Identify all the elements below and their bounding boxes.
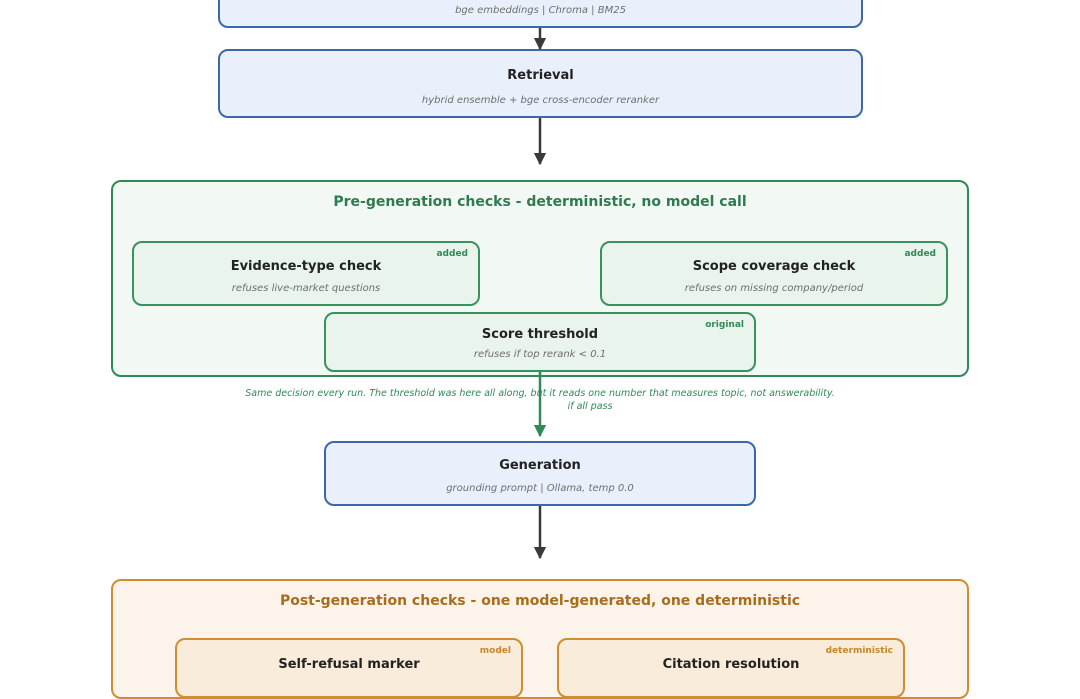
flow-arrows bbox=[533, 28, 547, 560]
scope-check-title: Scope coverage check bbox=[692, 259, 856, 274]
retrieval-title: Retrieval bbox=[507, 68, 574, 83]
scope-coverage-check-card: added Scope coverage check refuses on mi… bbox=[600, 241, 948, 306]
evidence-check-tag: added bbox=[436, 249, 468, 259]
generation-box: Generation grounding prompt | Ollama, te… bbox=[324, 441, 756, 506]
citation-resolution-title: Citation resolution bbox=[662, 657, 800, 672]
retrieval-subtitle: hybrid ensemble + bge cross-encoder rera… bbox=[421, 95, 660, 106]
scope-check-tag: added bbox=[904, 249, 936, 259]
postgen-group-title: Post-generation checks - one model-gener… bbox=[279, 593, 801, 609]
citation-resolution-tag: deterministic bbox=[825, 646, 893, 656]
pregen-group-title: Pre-generation checks - deterministic, n… bbox=[333, 194, 747, 210]
embeddings-subtitle: bge embeddings | Chroma | BM25 bbox=[455, 5, 626, 16]
generation-title: Generation bbox=[499, 458, 581, 473]
pregen-note-line2: if all pass bbox=[567, 401, 613, 412]
self-refusal-title: Self-refusal marker bbox=[278, 657, 420, 672]
evidence-type-check-card: added Evidence-type check refuses live-m… bbox=[132, 241, 480, 306]
score-threshold-title: Score threshold bbox=[481, 327, 599, 342]
score-threshold-subtitle: refuses if top rerank < 0.1 bbox=[473, 349, 607, 360]
self-refusal-tag: model bbox=[479, 646, 511, 656]
score-threshold-card: original Score threshold refuses if top … bbox=[324, 312, 756, 372]
score-threshold-tag: original bbox=[705, 320, 744, 330]
retrieval-box: Retrieval hybrid ensemble + bge cross-en… bbox=[218, 49, 863, 118]
embeddings-box: bge embeddings | Chroma | BM25 bbox=[218, 0, 863, 28]
evidence-check-subtitle: refuses live-market questions bbox=[231, 283, 381, 294]
evidence-check-title: Evidence-type check bbox=[230, 259, 382, 274]
scope-check-subtitle: refuses on missing company/period bbox=[684, 283, 864, 294]
generation-subtitle: grounding prompt | Ollama, temp 0.0 bbox=[446, 483, 634, 494]
